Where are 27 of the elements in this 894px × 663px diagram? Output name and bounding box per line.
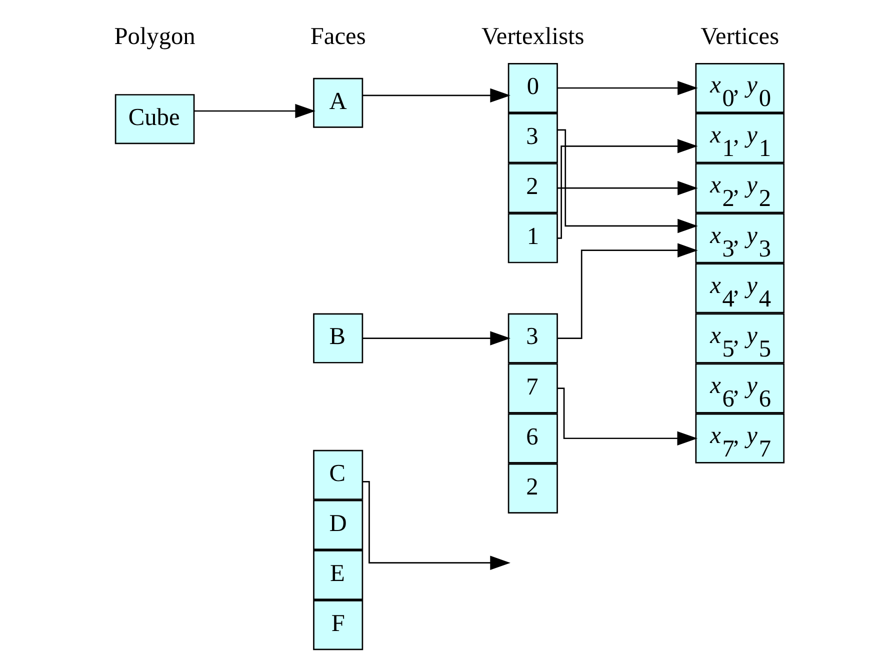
label: Vertices [700,22,780,50]
node-box: B [313,313,364,364]
node-box: E [313,550,364,600]
arrow [362,331,510,346]
node-box: 0 [508,62,558,114]
node-box: 3 [508,113,558,164]
node-box: F [313,600,364,650]
arrow [194,104,316,118]
node-box: 2 [508,463,558,514]
arrow [362,88,510,103]
arrow [558,243,698,339]
arrow [557,388,698,446]
node-box: 2 [508,163,558,214]
node-box: A [313,78,364,128]
node-box: 6 [508,413,558,464]
label: Vertexlists [482,22,584,50]
node-box: D [313,500,364,550]
arrow [557,181,698,196]
arrow [557,80,698,96]
arrow [362,480,510,570]
node-box: Cube [114,94,195,144]
label: Faces [310,22,366,50]
label: Polygon [114,22,196,50]
node-box: C [313,450,364,500]
node-box: 1 [508,213,558,264]
node-box: 7 [508,363,558,414]
node-box: 3 [508,313,558,364]
